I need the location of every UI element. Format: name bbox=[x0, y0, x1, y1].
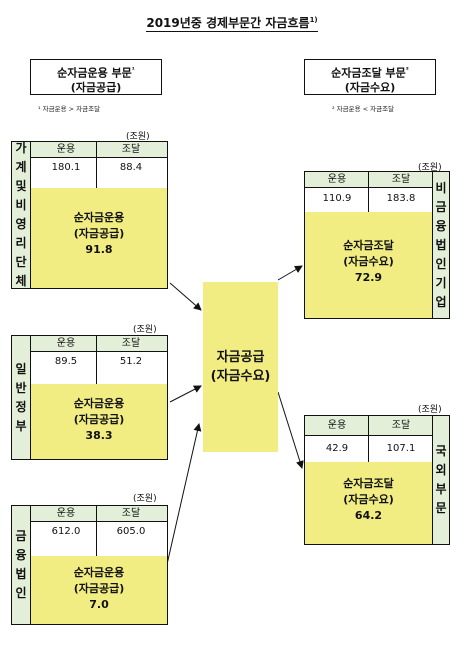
government-name: 일반정부 bbox=[15, 361, 27, 433]
nonfinancial-net-sub: (자금수요) bbox=[343, 255, 394, 268]
financial-col-header: 운용 조달 bbox=[31, 506, 167, 522]
unit-label-financial: (조원) bbox=[133, 494, 157, 504]
left-header-note: ¹ 자금운용 > 자금조달 bbox=[38, 105, 101, 113]
unit-label-foreign: (조원) bbox=[418, 405, 442, 415]
financial-use-value: 612.0 bbox=[51, 526, 81, 537]
foreign-name: 국외부문 bbox=[435, 444, 447, 515]
nonfinancial-use-value: 110.9 bbox=[322, 193, 352, 204]
government-col-use: 운용 bbox=[56, 338, 76, 349]
foreign-net-label: 순자금조달 bbox=[343, 477, 394, 490]
foreign-use-value: 42.9 bbox=[325, 443, 349, 454]
government-col-header: 운용 조달 bbox=[31, 336, 167, 352]
left-header-line1: 순자금운용 부문 bbox=[57, 66, 132, 80]
household-net-value: 91.8 bbox=[85, 243, 113, 256]
household-name: 가계및비영리단체 bbox=[15, 141, 27, 288]
nonfinancial-sidebar: 비금융법인기업 bbox=[432, 172, 449, 318]
unit-label-household: (조원) bbox=[126, 132, 150, 142]
arrow-financial-to-center bbox=[162, 423, 202, 583]
financial-net-sub: (자금공급) bbox=[73, 582, 125, 595]
financial-net-box: 순자금운용 (자금공급) 7.0 bbox=[31, 556, 167, 624]
household-net-box: 순자금운용 (자금공급) 91.8 bbox=[31, 188, 167, 288]
household-col-header: 운용 조달 bbox=[31, 142, 167, 158]
foreign-col-raise: 조달 bbox=[391, 420, 411, 431]
right-header-line2: (자금수요) bbox=[344, 80, 396, 94]
financial-col-raise: 조달 bbox=[121, 508, 141, 519]
arrow-household-to-center bbox=[169, 282, 202, 311]
left-header-line2: (자금공급) bbox=[70, 80, 122, 94]
government-sidebar: 일반정부 bbox=[12, 336, 31, 459]
financial-net-label: 순자금운용 bbox=[73, 566, 125, 579]
government-divider bbox=[96, 336, 97, 384]
title-text: 2019년중 경제부문간 자금흐름 bbox=[146, 16, 310, 32]
foreign-col-use: 운용 bbox=[327, 420, 347, 431]
government-net-box: 순자금운용 (자금공급) 38.3 bbox=[31, 384, 167, 459]
unit-label-nonfinancial: (조원) bbox=[418, 163, 442, 173]
nonfinancial-net-box: 순자금조달 (자금수요) 72.9 bbox=[305, 212, 432, 318]
household-sidebar: 가계및비영리단체 bbox=[12, 141, 31, 288]
government-net-value: 38.3 bbox=[85, 429, 113, 442]
foreign-raise-value: 107.1 bbox=[386, 443, 416, 454]
sector-financial: 금융법인 운용 조달 612.0 605.0 순자금운용 (자금공급) 7.0 bbox=[11, 505, 168, 625]
left-header-mark: ¹ bbox=[131, 66, 135, 74]
household-col-use: 운용 bbox=[56, 144, 76, 155]
nonfinancial-divider bbox=[368, 172, 369, 212]
financial-raise-value: 605.0 bbox=[116, 526, 146, 537]
foreign-net-box: 순자금조달 (자금수요) 64.2 bbox=[305, 462, 432, 544]
nonfinancial-col-use: 운용 bbox=[327, 174, 347, 185]
sector-government: 일반정부 운용 조달 89.5 51.2 순자금운용 (자금공급) 38.3 bbox=[11, 335, 168, 460]
government-net-label: 순자금운용 bbox=[73, 397, 125, 410]
nonfinancial-name: 비금융법인기업 bbox=[435, 180, 447, 309]
arrow-center-to-nonfinancial bbox=[277, 265, 303, 281]
household-col-raise: 조달 bbox=[121, 144, 141, 155]
household-divider bbox=[96, 142, 97, 188]
center-line1: 자금공급 bbox=[216, 350, 265, 365]
diagram-title: 2019년중 경제부문간 자금흐름1) bbox=[0, 14, 464, 32]
foreign-divider bbox=[368, 416, 369, 462]
household-net-label: 순자금운용 bbox=[73, 211, 125, 224]
nonfinancial-net-value: 72.9 bbox=[354, 271, 383, 284]
arrow-government-to-center bbox=[169, 385, 202, 403]
title-footnote-mark: 1) bbox=[309, 16, 318, 24]
sector-nonfinancial: 운용 조달 110.9 183.8 순자금조달 (자금수요) 72.9 비금융법… bbox=[304, 171, 450, 319]
right-header-box: 순자금조달 부문² (자금수요) bbox=[304, 59, 436, 95]
sector-household: 가계및비영리단체 운용 조달 180.1 88.4 순자금운용 (자금공급) 9… bbox=[11, 141, 168, 289]
financial-name: 금융법인 bbox=[15, 529, 27, 600]
left-header-box: 순자금운용 부문¹ (자금공급) bbox=[30, 59, 162, 95]
foreign-net-value: 64.2 bbox=[354, 509, 383, 522]
government-net-sub: (자금공급) bbox=[73, 413, 125, 426]
household-raise-value: 88.4 bbox=[119, 162, 143, 173]
foreign-sidebar: 국외부문 bbox=[432, 416, 449, 544]
right-header-note: ² 자금운용 < 자금조달 bbox=[332, 105, 395, 113]
nonfinancial-net-label: 순자금조달 bbox=[343, 239, 394, 252]
nonfinancial-raise-value: 183.8 bbox=[386, 193, 416, 204]
sector-foreign: 운용 조달 42.9 107.1 순자금조달 (자금수요) 64.2 국외부문 bbox=[304, 415, 450, 545]
financial-col-use: 운용 bbox=[56, 508, 76, 519]
government-use-value: 89.5 bbox=[54, 356, 78, 367]
right-header-mark: ² bbox=[405, 66, 409, 74]
center-funds-box: 자금공급 (자금수요) bbox=[203, 282, 278, 452]
household-net-sub: (자금공급) bbox=[73, 227, 125, 240]
financial-net-value: 7.0 bbox=[89, 598, 109, 611]
unit-label-government: (조원) bbox=[133, 325, 157, 335]
right-header-line1: 순자금조달 부문 bbox=[331, 66, 406, 80]
financial-sidebar: 금융법인 bbox=[12, 506, 31, 624]
foreign-net-sub: (자금수요) bbox=[343, 493, 394, 506]
household-use-value: 180.1 bbox=[51, 162, 81, 173]
government-raise-value: 51.2 bbox=[119, 356, 143, 367]
arrow-center-to-foreign bbox=[277, 391, 304, 469]
government-col-raise: 조달 bbox=[121, 338, 141, 349]
nonfinancial-col-raise: 조달 bbox=[391, 174, 411, 185]
center-line2: (자금수요) bbox=[210, 369, 271, 384]
financial-divider bbox=[96, 506, 97, 556]
